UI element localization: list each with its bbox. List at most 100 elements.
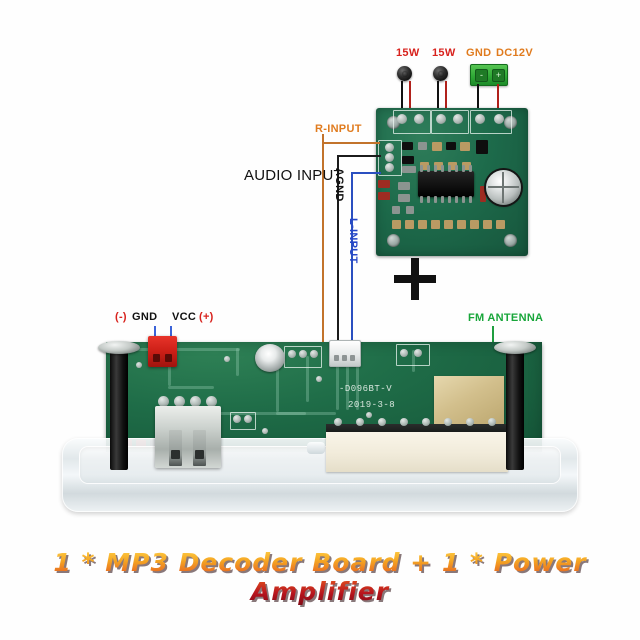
solder-ring (299, 350, 307, 358)
ic-pin (427, 165, 430, 172)
power-input-connector-red (148, 336, 177, 367)
audio-input-pad-r (385, 143, 394, 152)
audio-input-pad-l (385, 163, 394, 172)
smd-bottom-pad (392, 206, 400, 214)
standoff-right (494, 341, 536, 470)
ic-pin (420, 165, 423, 172)
solder-ring (436, 114, 446, 124)
label-r-input: R-INPUT (315, 123, 362, 135)
pcb-trace (356, 354, 359, 410)
solder-ring (414, 349, 422, 357)
plus-symbol-icon (394, 258, 436, 300)
silk-box-power (470, 110, 512, 134)
lcd-pin (356, 418, 364, 426)
ic-pin (448, 165, 451, 172)
pcb-trace (196, 412, 306, 415)
silk-box-speaker-left (393, 110, 431, 134)
wire-agnd-long-vertical (337, 155, 339, 350)
smd-bottom-pad (470, 220, 479, 229)
usb-a-port (155, 406, 221, 468)
label-vcc: VCC (172, 311, 197, 323)
label-fm-antenna: FM ANTENNA (468, 312, 544, 324)
ic-pin (462, 196, 465, 203)
amp-terminal-label-15w-right: 15W (432, 47, 456, 59)
ic-pin (448, 196, 451, 203)
smd-capacitor (398, 194, 410, 202)
smd-bottom-pad (431, 220, 440, 229)
shielded-transformer-block (434, 376, 504, 426)
wire-l-input-horizontal (351, 172, 381, 174)
lcd-pin (334, 418, 342, 426)
ic-pin (469, 165, 472, 172)
smd-bottom-pad (392, 220, 401, 229)
silk-box-audio-input (378, 140, 402, 176)
power-amplifier-board (376, 108, 528, 256)
dc-power-screw-terminal: - + (470, 64, 508, 86)
standoff-cap (494, 341, 536, 354)
amp-terminal-label-gnd: GND (466, 47, 492, 59)
lcd-pin (444, 418, 452, 426)
mount-pad-top-right (504, 116, 517, 129)
ic-pin (441, 196, 444, 203)
wire-r-input-long-vertical (322, 142, 324, 350)
terminal-screw-minus: - (475, 69, 488, 82)
speaker-wire-left-black (401, 81, 403, 111)
solder-ring (414, 114, 424, 124)
pcb-via (316, 376, 322, 382)
speaker-terminal-left (397, 66, 412, 81)
mount-pad-bottom-right (504, 234, 517, 247)
acrylic-mount-boss (307, 442, 325, 454)
smd-resistor (446, 142, 456, 150)
ic-pin (455, 196, 458, 203)
smd-bottom-pad (496, 220, 505, 229)
lcd-pin-row (334, 418, 504, 426)
pcb-trace (120, 348, 240, 351)
pcb-trace (412, 350, 415, 372)
audio-input-connector-white (329, 340, 361, 367)
label-audio-input: AUDIO INPUT (244, 167, 343, 184)
smd-bottom-pad (483, 220, 492, 229)
usb-pin (158, 396, 169, 407)
pcb-trace (276, 352, 279, 412)
usb-pin (190, 396, 201, 407)
smd-transistor (476, 140, 488, 154)
smd-bottom-pad (444, 220, 453, 229)
label-l-input: L-INPUT (347, 218, 359, 264)
amp-terminal-label-dc12v: DC12V (496, 47, 533, 59)
ic-pin (462, 165, 465, 172)
smd-array (420, 162, 429, 170)
mount-pad-bottom-left (387, 234, 400, 247)
wire-vcc-pointer (170, 326, 172, 344)
product-caption: 1 * MP3 Decoder Board + 1 * Power Amplif… (0, 548, 640, 606)
usb-contact-slot (169, 430, 182, 466)
solder-ring (494, 114, 504, 124)
smd-bottom-pad (457, 220, 466, 229)
speaker-terminal-right (433, 66, 448, 81)
smd-diode (378, 192, 390, 200)
speaker-wire-left-red (409, 81, 411, 111)
connector-pin (165, 354, 172, 362)
lcd-pin (400, 418, 408, 426)
pcb-via (224, 356, 230, 362)
pcb-via (136, 362, 142, 368)
solder-ring (453, 114, 463, 124)
solder-ring (244, 415, 252, 423)
ic-pin (469, 196, 472, 203)
speaker-wire-right-black (437, 81, 439, 111)
connector-hole (350, 355, 355, 361)
pcb-trace (276, 412, 336, 415)
solder-ring (400, 349, 408, 357)
silkscreen-model: -D096BT-V (339, 384, 393, 394)
smd-diode (378, 180, 390, 188)
usb-pin (206, 396, 217, 407)
standoff-cap (98, 341, 140, 354)
ic-pin (420, 196, 423, 203)
smd-resistor (402, 142, 413, 150)
pcb-via (366, 412, 372, 418)
dc-wire-black (477, 84, 479, 111)
standoff-left (98, 341, 140, 470)
smd-array (448, 162, 457, 170)
smd-resistor (402, 156, 414, 164)
pcb-trace (336, 358, 339, 410)
